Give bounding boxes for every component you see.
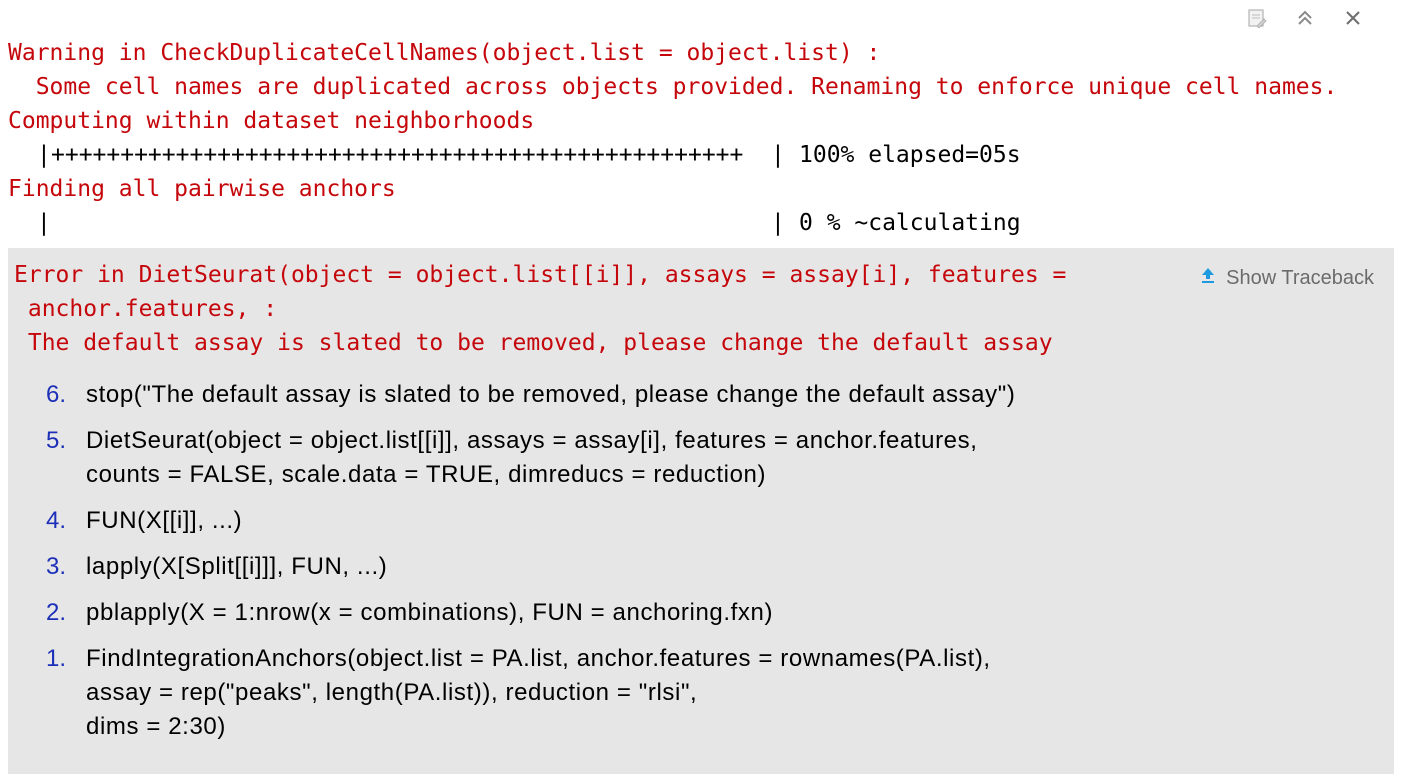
- warning-line: Warning in CheckDuplicateCellNames(objec…: [8, 40, 881, 66]
- close-icon[interactable]: [1340, 6, 1366, 30]
- traceback-call-line: stop("The default assay is slated to be …: [86, 381, 1016, 408]
- progress-right-edge: |: [771, 142, 785, 168]
- progress-fill: ++++++++++++++++++++++++++++++++++++++++…: [51, 142, 744, 168]
- collapse-icon[interactable]: [1292, 6, 1318, 30]
- progress-bar-anchors: | | 0 % ~calculating: [8, 206, 1400, 240]
- traceback-frame-call: DietSeurat(object = object.list[[i]], as…: [86, 424, 978, 492]
- finding-anchors-line: Finding all pairwise anchors: [8, 176, 396, 202]
- traceback-call-line: FindIntegrationAnchors(object.list = PA.…: [86, 645, 991, 672]
- traceback-frame-call: FUN(X[[i]], ...): [86, 504, 242, 538]
- traceback-arrow-icon: [1200, 266, 1216, 290]
- traceback-item: 4. FUN(X[[i]], ...): [46, 504, 1376, 538]
- progress-bar-neighborhoods: | ++++++++++++++++++++++++++++++++++++++…: [8, 138, 1400, 172]
- traceback-call-line: DietSeurat(object = object.list[[i]], as…: [86, 427, 978, 454]
- traceback-call-line: lapply(X[Split[[i]]], FUN, ...): [86, 553, 388, 580]
- error-message-line: anchor.features, :: [14, 296, 278, 322]
- traceback-frame-number: 5.: [46, 427, 67, 454]
- error-message-line: The default assay is slated to be remove…: [14, 330, 1053, 356]
- traceback-frame-call: stop("The default assay is slated to be …: [86, 378, 1015, 412]
- traceback-call-line: FUN(X[[i]], ...): [86, 507, 243, 534]
- traceback-item: 2. pblapply(X = 1:nrow(x = combinations),…: [46, 596, 1376, 630]
- traceback-list: 6. stop("The default assay is slated to b…: [46, 378, 1376, 756]
- clear-console-icon[interactable]: [1244, 6, 1270, 30]
- traceback-item: 5. DietSeurat(object = object.list[[i]], …: [46, 424, 1376, 492]
- show-traceback-label: Show Traceback: [1226, 266, 1374, 289]
- progress-left-edge: |: [37, 210, 51, 236]
- traceback-frame-number: 2.: [46, 599, 67, 626]
- progress-right-edge: |: [771, 210, 785, 236]
- show-traceback-button[interactable]: Show Traceback: [1200, 264, 1374, 292]
- traceback-frame-number: 1.: [46, 645, 67, 672]
- warning-detail-line: Some cell names are duplicated across ob…: [8, 74, 1338, 100]
- traceback-frame-number: 6.: [46, 381, 67, 408]
- traceback-call-line: counts = FALSE, scale.data = TRUE, dimre…: [86, 461, 767, 488]
- traceback-call-line: pblapply(X = 1:nrow(x = combinations), F…: [86, 599, 774, 626]
- traceback-call-line: dims = 2:30): [86, 713, 226, 740]
- console-toolbar: [1244, 6, 1366, 30]
- traceback-item: 1. FindIntegrationAnchors(object.list = P…: [46, 642, 1376, 744]
- console-output: Warning in CheckDuplicateCellNames(objec…: [8, 36, 1400, 240]
- traceback-item: 6. stop("The default assay is slated to b…: [46, 378, 1376, 412]
- traceback-frame-number: 3.: [46, 553, 67, 580]
- traceback-item: 3. lapply(X[Split[[i]]], FUN, ...): [46, 550, 1376, 584]
- progress-status: 100% elapsed=05s: [799, 142, 1021, 168]
- traceback-call-line: assay = rep("peaks", length(PA.list)), r…: [86, 679, 698, 706]
- progress-left-edge: |: [37, 142, 51, 168]
- traceback-frame-number: 4.: [46, 507, 67, 534]
- error-message-line: Error in DietSeurat(object = object.list…: [14, 262, 1067, 288]
- traceback-frame-call: lapply(X[Split[[i]]], FUN, ...): [86, 550, 387, 584]
- error-panel: Error in DietSeurat(object = object.list…: [8, 248, 1394, 774]
- traceback-frame-call: FindIntegrationAnchors(object.list = PA.…: [86, 642, 991, 744]
- traceback-frame-call: pblapply(X = 1:nrow(x = combinations), F…: [86, 596, 773, 630]
- progress-status: 0 % ~calculating: [799, 210, 1021, 236]
- computing-line: Computing within dataset neighborhoods: [8, 108, 535, 134]
